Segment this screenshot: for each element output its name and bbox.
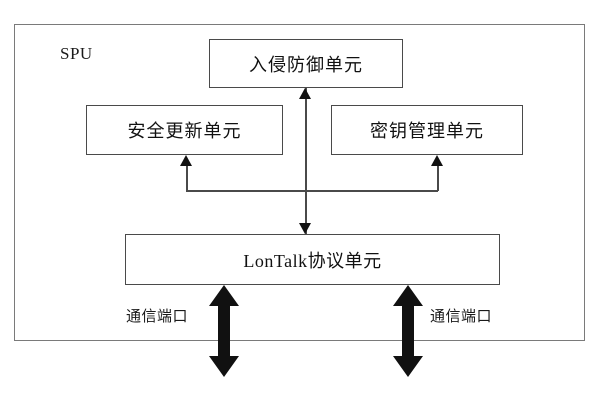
box-lontalk-protocol-unit[interactable]: LonTalk协议单元 bbox=[125, 234, 500, 285]
box-key-management-unit-label: 密钥管理单元 bbox=[370, 121, 484, 141]
arrowhead-up-to-key-management bbox=[431, 155, 443, 166]
connector-riser-key-management bbox=[437, 166, 439, 191]
spu-enclosure bbox=[14, 24, 585, 341]
box-security-update-unit[interactable]: 安全更新单元 bbox=[86, 105, 283, 155]
communication-port-label-right: 通信端口 bbox=[430, 309, 493, 325]
communication-port-label-left: 通信端口 bbox=[126, 309, 189, 325]
arrowhead-down-to-lontalk bbox=[299, 223, 311, 234]
communication-port-arrow-right[interactable] bbox=[392, 285, 424, 377]
connector-riser-security-update bbox=[186, 166, 188, 191]
communication-port-arrow-left[interactable] bbox=[208, 285, 240, 377]
box-intrusion-prevention-unit[interactable]: 入侵防御单元 bbox=[209, 39, 403, 88]
box-key-management-unit[interactable]: 密钥管理单元 bbox=[331, 105, 523, 155]
arrowhead-up-to-security-update bbox=[180, 155, 192, 166]
connector-central-trunk bbox=[305, 88, 307, 234]
box-lontalk-protocol-unit-label: LonTalk协议单元 bbox=[243, 250, 382, 271]
spu-label: SPU bbox=[60, 44, 93, 63]
arrowhead-up-to-intrusion-prevention bbox=[299, 88, 311, 99]
box-security-update-unit-label: 安全更新单元 bbox=[127, 121, 242, 141]
connector-horizontal-bus bbox=[186, 190, 438, 192]
box-intrusion-prevention-unit-label: 入侵防御单元 bbox=[249, 54, 363, 75]
